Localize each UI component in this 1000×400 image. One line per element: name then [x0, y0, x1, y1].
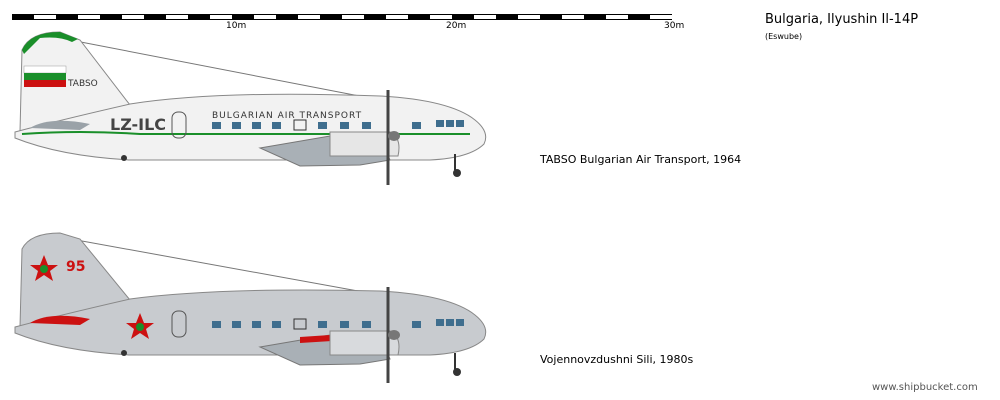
aircraft-military-drawing: 95: [14, 232, 487, 383]
watermark: www.shipbucket.com: [872, 382, 978, 393]
scale-label-30m: 30m: [664, 21, 685, 31]
registration: LZ-ILC: [110, 115, 166, 134]
tail-text: TABSO: [67, 79, 98, 89]
scale-bar: [12, 14, 672, 20]
scale-label-20m: 20m: [446, 21, 467, 31]
author-credit: (Eswube): [765, 32, 803, 41]
aircraft-tabso-drawing: TABSO BULGARIAN AIR TRANSPORT LZ-ILC: [14, 31, 487, 185]
scale-label-10m: 10m: [226, 21, 247, 31]
caption-military: Vojennovzdushni Sili, 1980s: [540, 353, 694, 366]
tail-number: 95: [66, 259, 85, 275]
drawing-title: Bulgaria, Ilyushin Il-14P: [765, 12, 919, 27]
caption-tabso: TABSO Bulgarian Air Transport, 1964: [540, 153, 742, 166]
fuselage-text: BULGARIAN AIR TRANSPORT: [212, 111, 362, 121]
